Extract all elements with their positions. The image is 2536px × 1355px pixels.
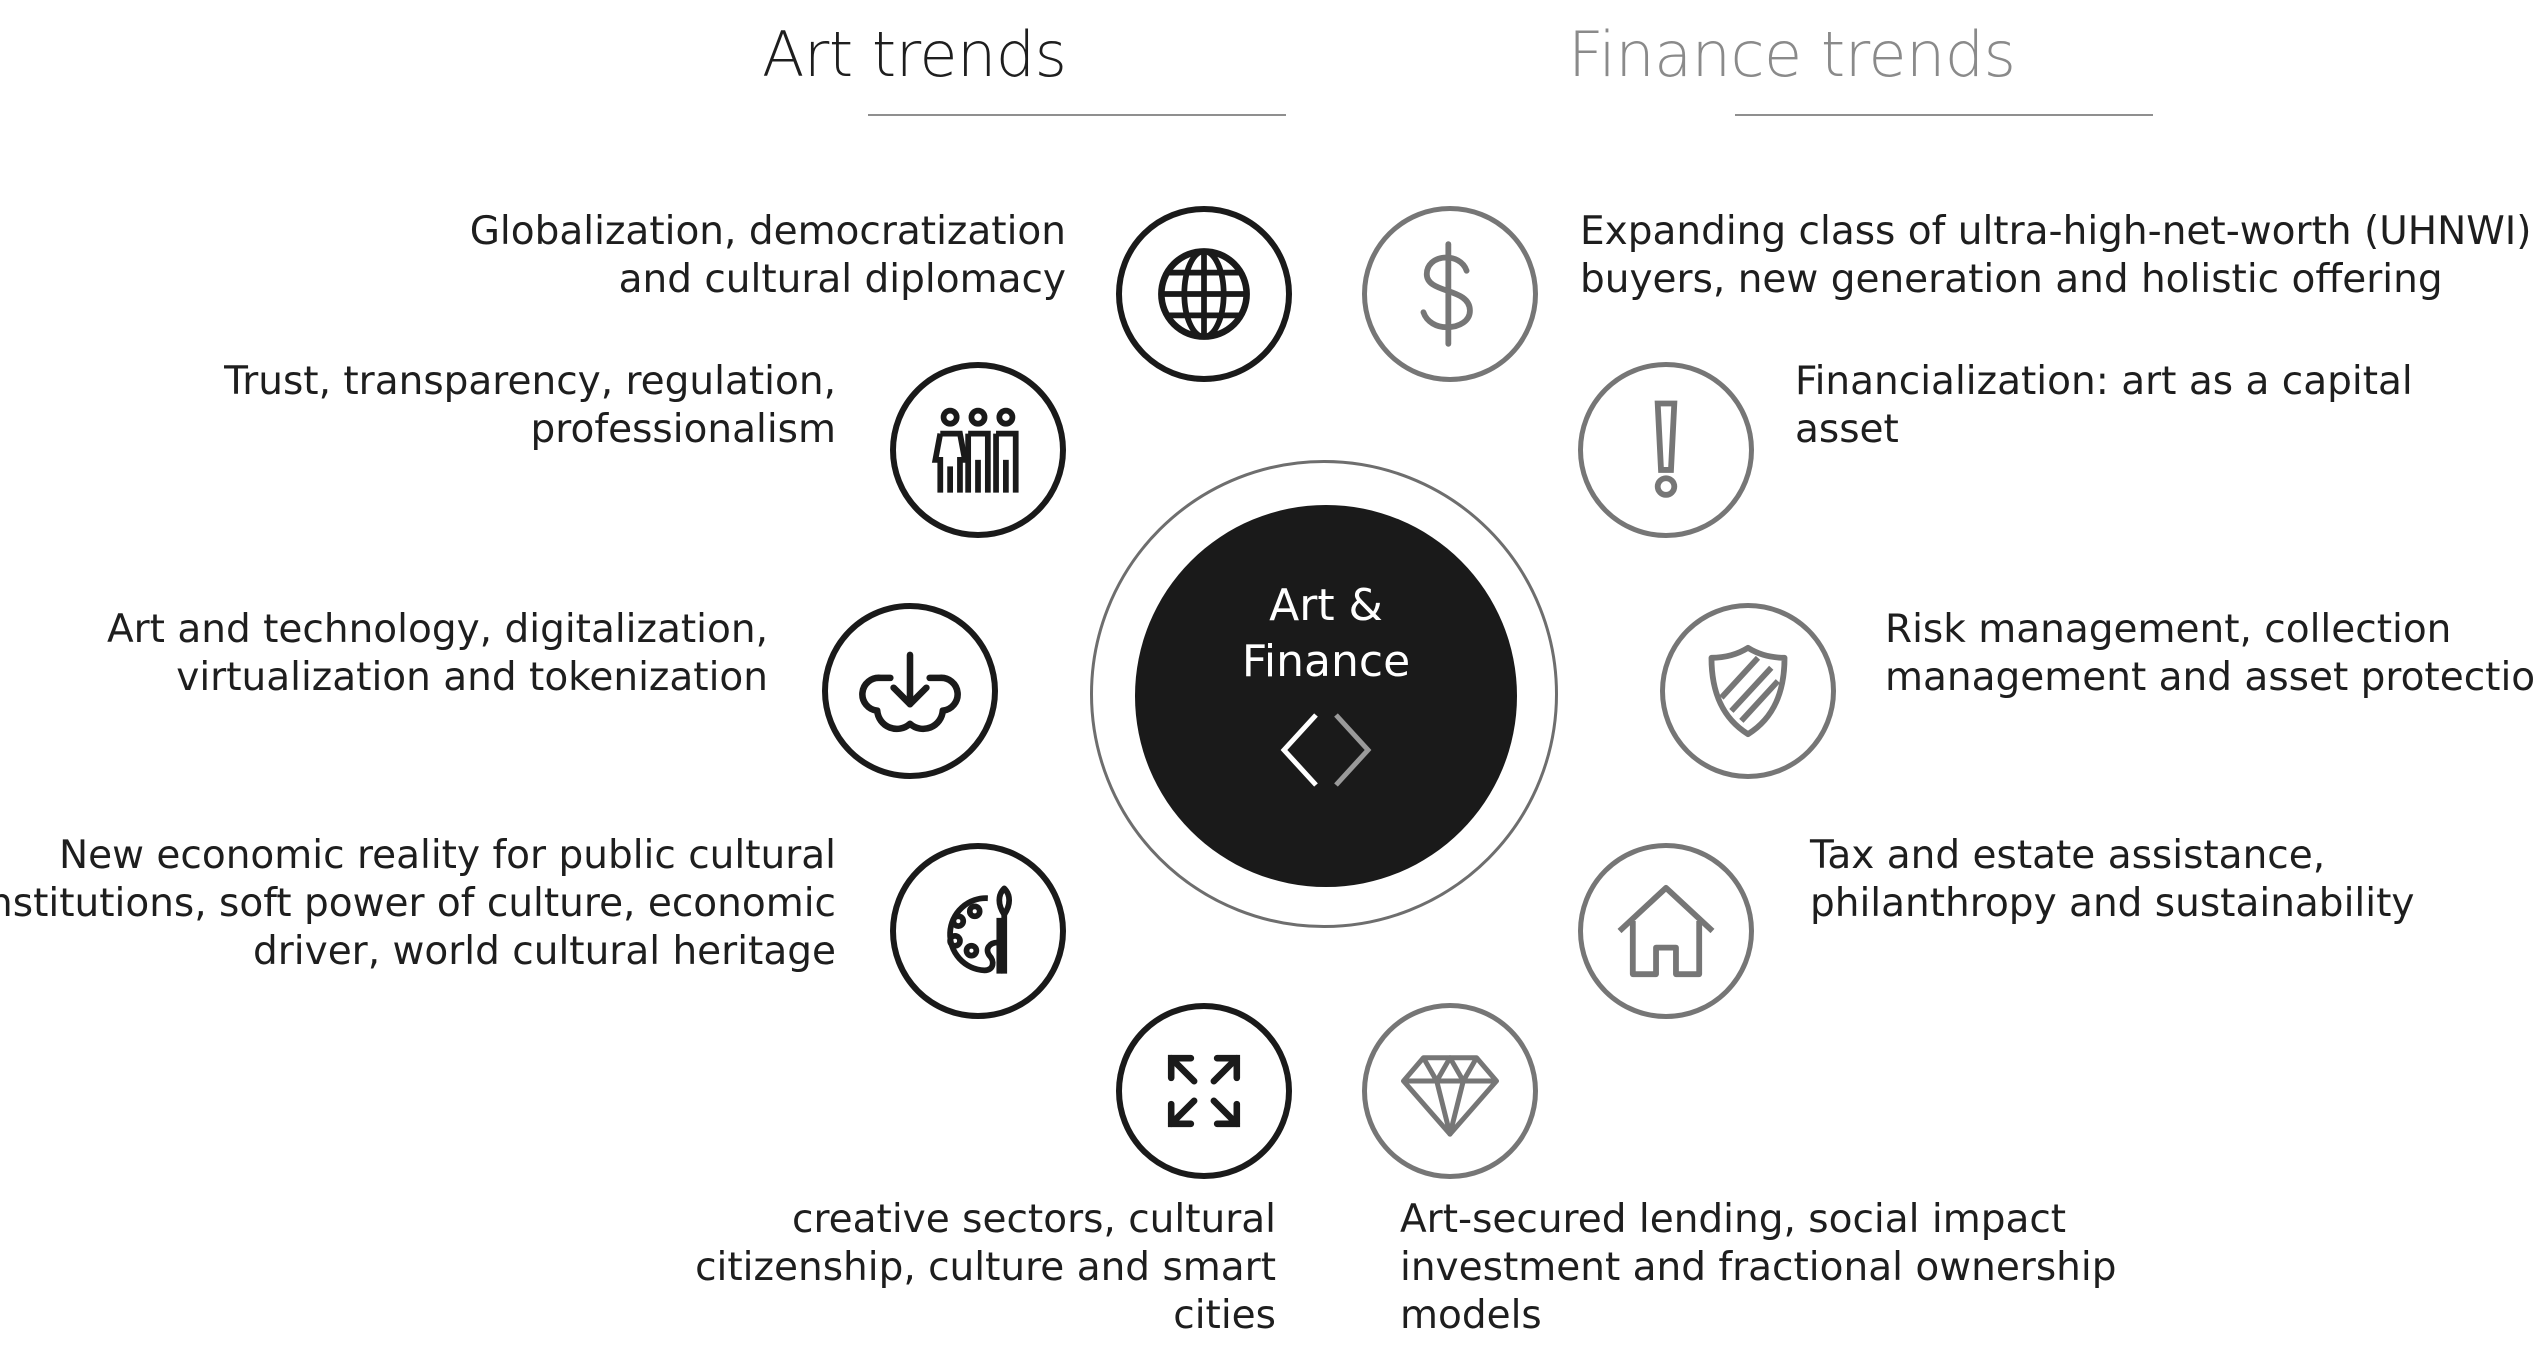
label-line: professionalism: [530, 407, 836, 452]
exclamation-icon: [1654, 400, 1678, 498]
label-line: cities: [1173, 1293, 1276, 1338]
finance-trend-2-badge: [1578, 362, 1754, 538]
angle-brackets-icon: [1280, 713, 1372, 787]
label-line: Art-secured lending, social impact: [1400, 1197, 2067, 1242]
art-trend-4-badge: [890, 843, 1066, 1019]
art-trend-1-label: Globalization, democratization and cultu…: [470, 208, 1066, 304]
finance-trend-4-label: Tax and estate assistance, philanthropy …: [1810, 832, 2414, 928]
finance-trend-4-badge: [1578, 843, 1754, 1019]
finance-trend-5-label: Art-secured lending, social impact inves…: [1400, 1196, 2116, 1340]
center-title: Art & Finance: [1135, 578, 1517, 690]
dollar-icon: [1420, 241, 1473, 347]
finance-trend-2-label: Financialization: art as a capital asset: [1795, 358, 2413, 454]
palette-icon: [947, 885, 1013, 974]
label-line: Tax and estate assistance,: [1810, 833, 2326, 878]
finance-trends-heading: Finance trends: [1568, 18, 2016, 91]
label-line: driver, world cultural heritage: [252, 929, 836, 974]
people-group-icon: [931, 407, 1019, 493]
art-trend-5-label: creative sectors, cultural citizenship, …: [695, 1196, 1276, 1340]
label-line: Risk management, collection: [1885, 607, 2452, 652]
label-line: institutions, soft power of culture, eco…: [0, 881, 836, 926]
finance-trend-3-badge: [1660, 603, 1836, 779]
finance-trend-1-badge: [1362, 206, 1538, 382]
label-line: Financialization: art as a capital: [1795, 359, 2413, 404]
label-line: virtualization and tokenization: [176, 655, 768, 700]
label-line: philanthropy and sustainability: [1810, 881, 2415, 926]
art-trend-1-badge: [1116, 206, 1292, 382]
label-line: models: [1400, 1293, 1542, 1338]
label-line: Art and technology, digitalization,: [106, 607, 768, 652]
art-trend-3-label: Art and technology, digitalization, virt…: [107, 606, 768, 702]
finance-trend-3-label: Risk management, collection management a…: [1885, 606, 2536, 702]
center-disc: [1135, 505, 1517, 887]
label-line: buyers, new generation and holistic offe…: [1580, 257, 2443, 302]
label-line: management and asset protection: [1885, 655, 2536, 700]
label-line: Expanding class of ultra-high-net-worth …: [1580, 209, 2532, 254]
label-line: creative sectors, cultural: [792, 1197, 1276, 1242]
art-trend-3-badge: [822, 603, 998, 779]
label-line: citizenship, culture and smart: [695, 1245, 1276, 1290]
diamond-icon: [1401, 1055, 1499, 1137]
art-trend-5-badge: [1116, 1003, 1292, 1179]
globe-icon: [1158, 248, 1250, 340]
label-line: and cultural diplomacy: [618, 257, 1066, 302]
art-trends-heading: Art trends: [762, 18, 1067, 91]
house-icon: [1617, 884, 1715, 978]
center-title-line-2: Finance: [1241, 636, 1411, 687]
cloud-download-icon: [859, 651, 961, 733]
art-trend-2-badge: [890, 362, 1066, 538]
shield-icon: [1708, 644, 1788, 738]
art-trend-2-label: Trust, transparency, regulation, profess…: [224, 358, 836, 454]
art-heading-underline: [868, 114, 1286, 116]
finance-trend-5-badge: [1362, 1003, 1538, 1179]
center-outer-ring: [1090, 460, 1558, 928]
finance-heading-underline: [1735, 114, 2153, 116]
label-line: investment and fractional ownership: [1400, 1245, 2117, 1290]
center-title-line-1: Art &: [1269, 580, 1383, 631]
label-line: asset: [1795, 407, 1899, 452]
label-line: New economic reality for public cultural: [58, 833, 836, 878]
finance-trend-1-label: Expanding class of ultra-high-net-worth …: [1580, 208, 2532, 304]
art-trend-4-label: New economic reality for public cultural…: [0, 832, 836, 976]
expand-arrows-icon: [1167, 1054, 1241, 1128]
label-line: Trust, transparency, regulation,: [224, 359, 836, 404]
label-line: Globalization, democratization: [469, 209, 1066, 254]
